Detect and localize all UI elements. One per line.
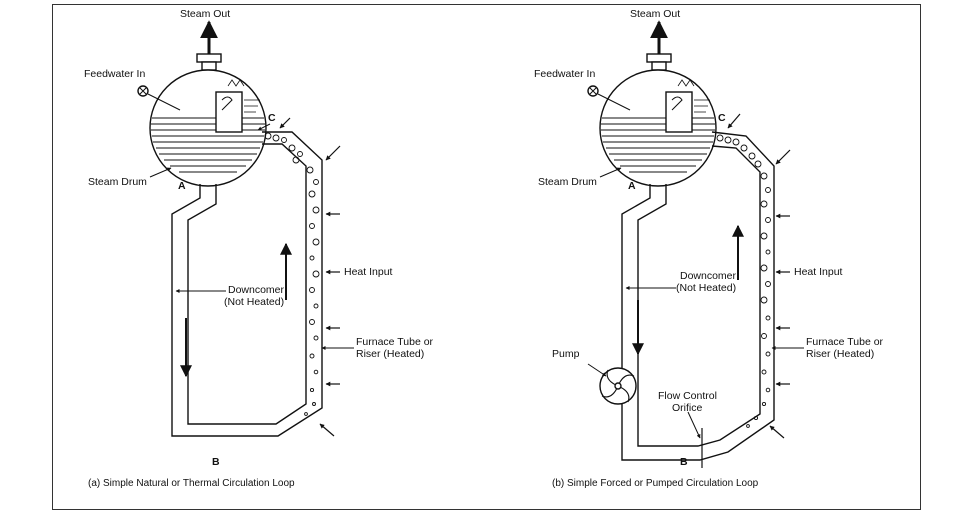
steam-drum	[149, 69, 267, 187]
furnace-tube-label-line1: Furnace Tube or	[806, 336, 884, 348]
downcomer-pipe	[171, 131, 323, 437]
heat-input-label: Heat Input	[794, 266, 843, 278]
steam-drum	[599, 69, 717, 187]
downcomer-label-line2: (Not Heated)	[676, 282, 737, 294]
point-a-label: A	[178, 180, 186, 192]
pump-label: Pump	[552, 348, 580, 360]
caption-a: (a) Simple Natural or Thermal Circulatio…	[88, 478, 295, 489]
flow-control-orifice-label-line2: Orifice	[672, 402, 703, 414]
drum-water-lines	[151, 117, 265, 173]
downcomer-label-line1: Downcomer	[228, 284, 285, 296]
furnace-tube-label-line2: Riser (Heated)	[356, 348, 425, 360]
feedwater-in-label: Feedwater In	[84, 68, 146, 80]
flow-control-orifice-label-line1: Flow Control	[658, 390, 717, 402]
point-a-label: A	[628, 180, 636, 192]
steam-separator	[665, 91, 693, 133]
steam-drum-label: Steam Drum	[538, 176, 597, 188]
caption-b: (b) Simple Forced or Pumped Circulation …	[552, 478, 759, 489]
point-c-label: C	[718, 112, 726, 124]
point-b-label: B	[680, 456, 688, 468]
heat-input-label: Heat Input	[344, 266, 393, 278]
steam-drum-label: Steam Drum	[88, 176, 147, 188]
point-c-label: C	[268, 112, 276, 124]
figure-frame	[52, 4, 921, 510]
downcomer-pipe	[621, 131, 775, 461]
feedwater-in-label: Feedwater In	[534, 68, 596, 80]
steam-separator	[215, 91, 243, 133]
panel-a-drawing	[137, 20, 354, 437]
riser-pipe	[187, 143, 307, 425]
steam-out-label: Steam Out	[180, 8, 231, 20]
bubbles	[264, 132, 320, 416]
panel-b-drawing	[587, 20, 804, 468]
furnace-tube-label-line2: Riser (Heated)	[806, 348, 875, 360]
steam-out-label: Steam Out	[630, 8, 681, 20]
downcomer-label-line2: (Not Heated)	[224, 296, 285, 308]
steam-nozzle	[196, 53, 222, 63]
point-b-label: B	[212, 456, 220, 468]
furnace-tube-label-line1: Furnace Tube or	[356, 336, 434, 348]
riser-pipe	[637, 145, 761, 447]
downcomer-label-line1: Downcomer	[680, 270, 737, 282]
